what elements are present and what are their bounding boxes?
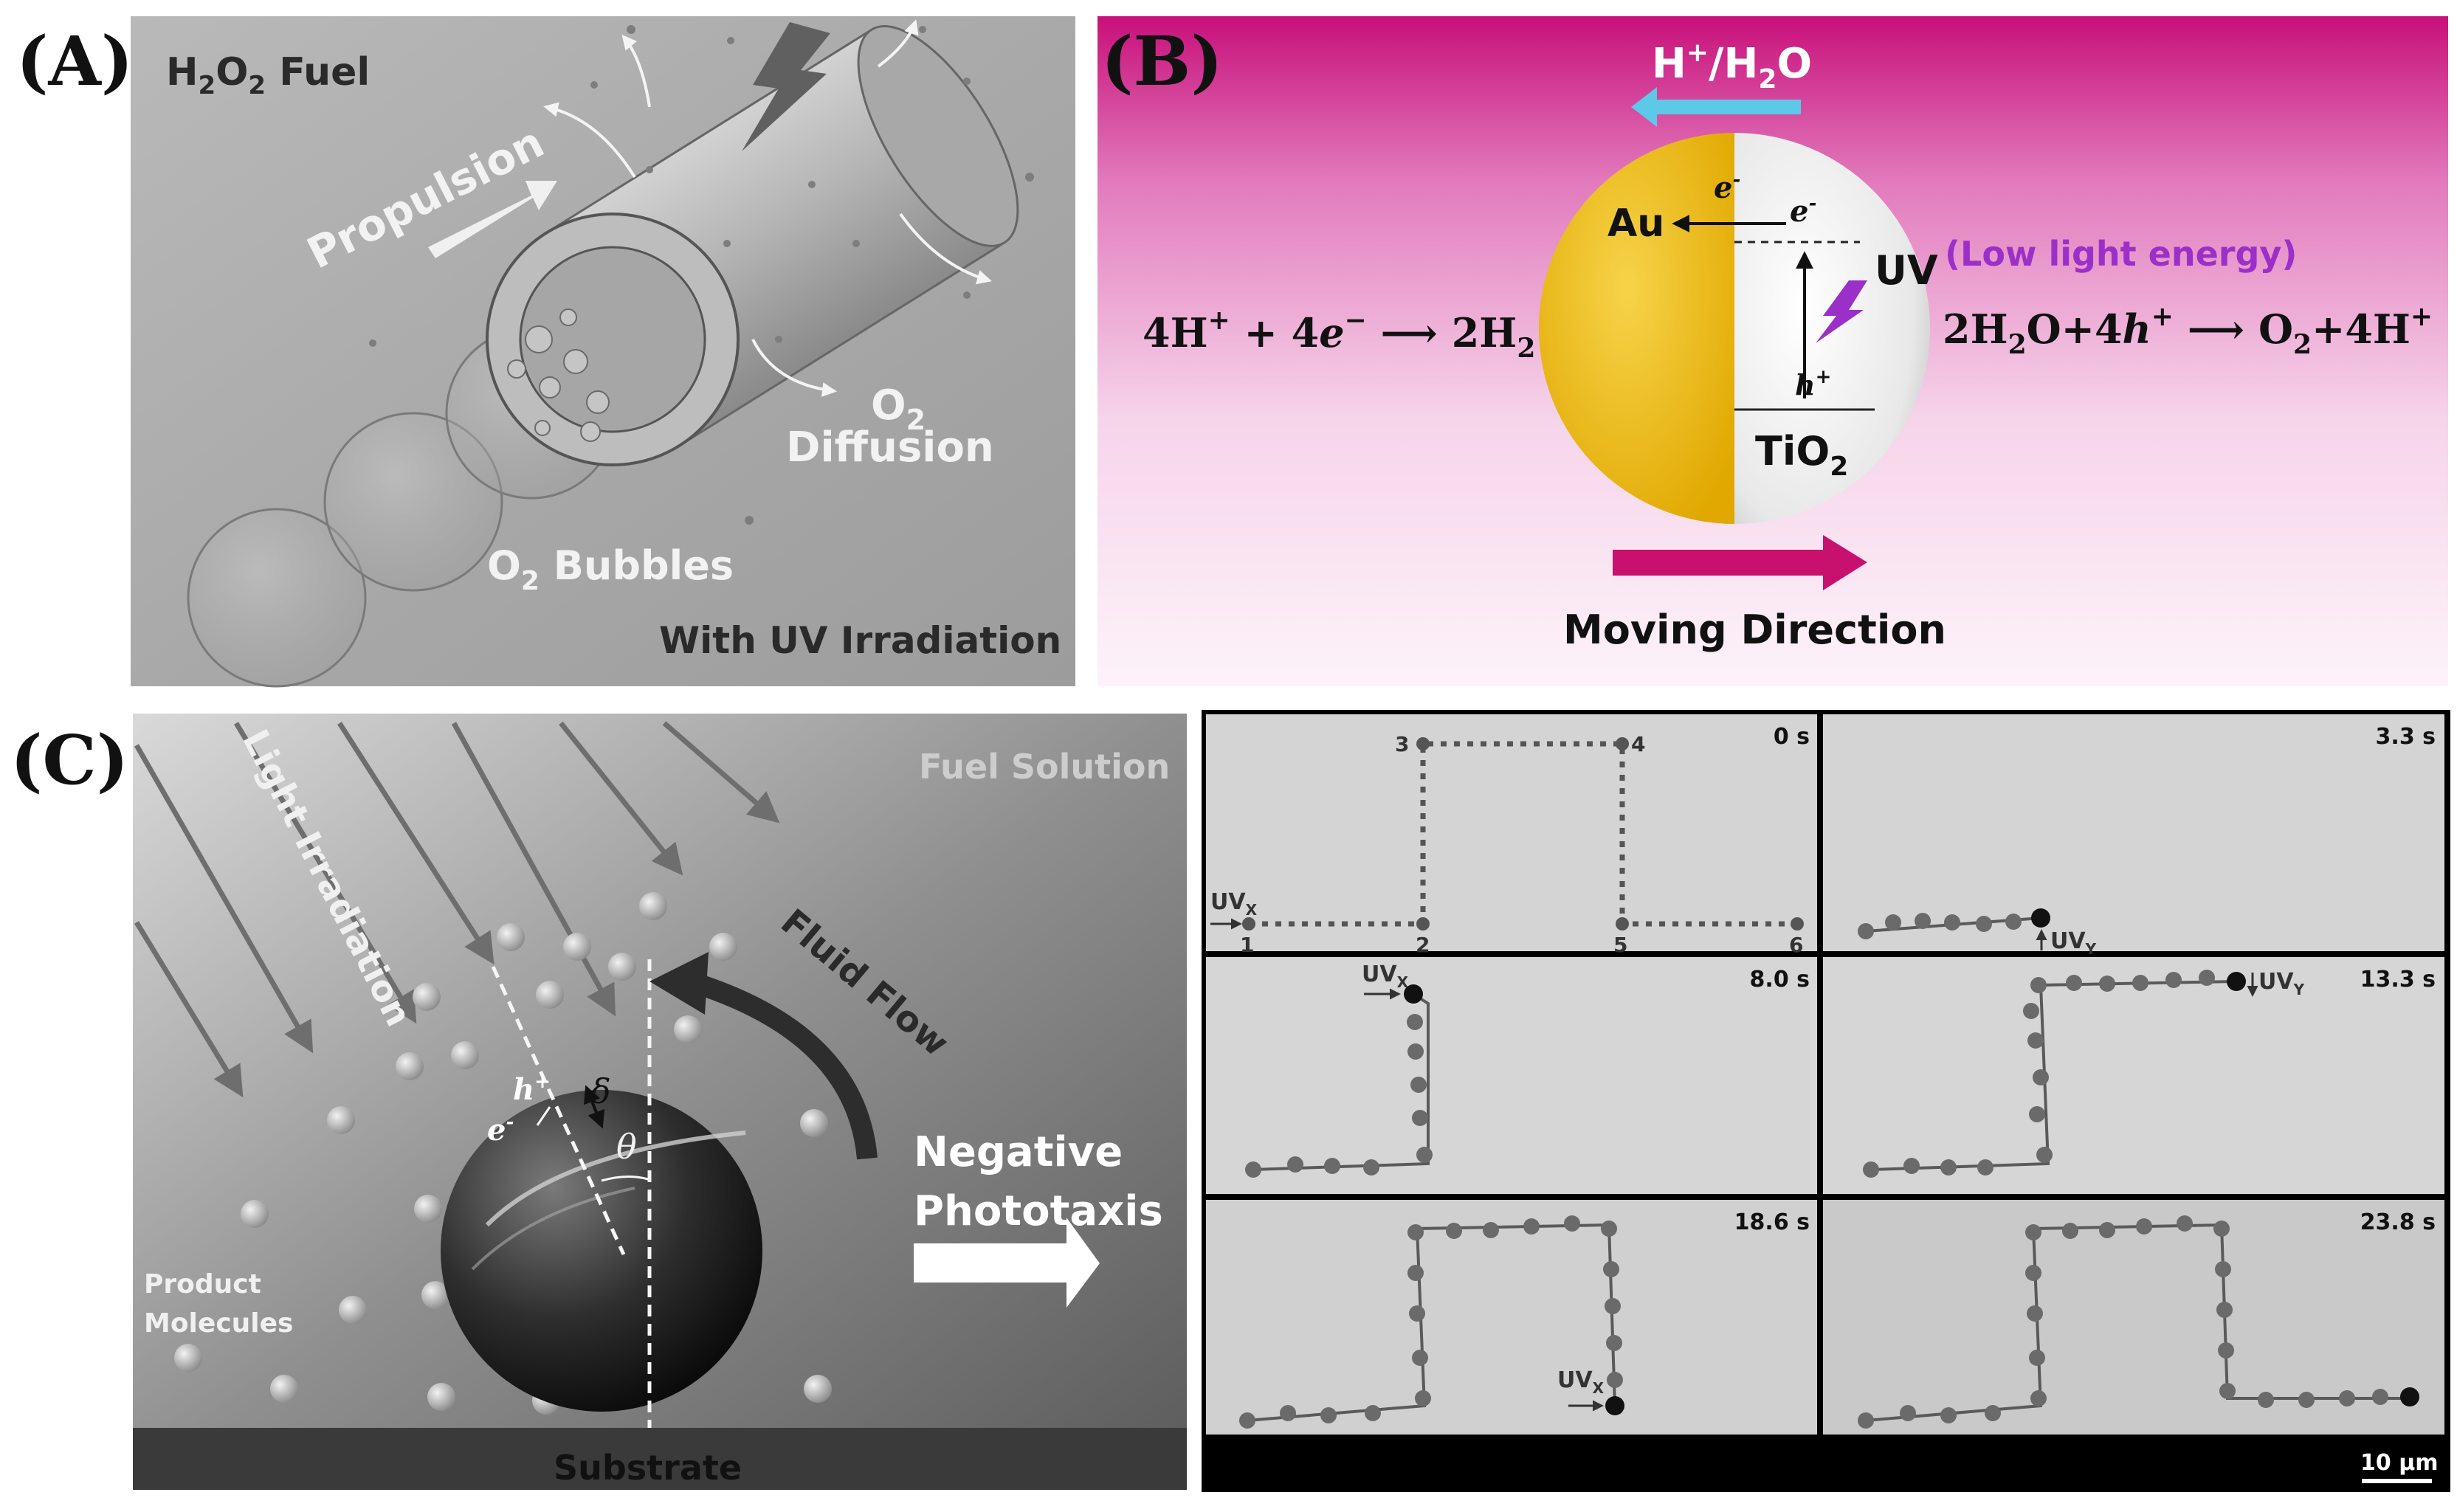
microsphere-frame3 xyxy=(1404,984,1423,1004)
electron-label-c: e- xyxy=(487,1111,514,1147)
substrate-label: Substrate xyxy=(554,1448,742,1488)
microsphere-frame5 xyxy=(1605,1396,1624,1415)
oxidation-equation: 2H2O+4h+ ⟶ O2+4H+ xyxy=(1943,301,2433,360)
hole-label-c: h+ xyxy=(513,1071,551,1107)
o2-bubble-medium xyxy=(323,412,503,592)
uv-label: UV xyxy=(1875,247,1938,294)
product-label: Product xyxy=(144,1269,261,1299)
reduction-equation: 4H+ + 4e− ⟶ 2H2 xyxy=(1143,305,1535,364)
tio2-label: TiO2 xyxy=(1755,428,1848,482)
panel-b: (B) H+/H2O Au e- e- UV (Low light energy… xyxy=(1097,16,2448,686)
diffusion-label: Diffusion xyxy=(786,424,994,472)
surface-dots xyxy=(369,25,1034,525)
panel-c-label: (C) xyxy=(10,720,128,800)
microtube xyxy=(486,25,1019,466)
uvx-label-frame1: UVX xyxy=(1210,889,1258,919)
au-label: Au xyxy=(1607,201,1664,246)
uvy-label-frame4: UVY xyxy=(2258,969,2305,998)
substrate-layer xyxy=(133,1428,1187,1490)
time-frame1: 0 s xyxy=(1774,724,1810,750)
frame-8s xyxy=(1206,957,1817,1194)
delta-symbol: δ xyxy=(590,1071,611,1111)
negative-label: Negative xyxy=(914,1128,1123,1176)
scale-bar-label: 10 µm xyxy=(2360,1450,2439,1476)
microsphere-frame6 xyxy=(2400,1387,2419,1406)
frame-3-3s xyxy=(1823,714,2444,951)
panel-b-label: (B) xyxy=(1101,21,1223,101)
uvx-label-frame5: UVX xyxy=(1557,1367,1605,1397)
light-arrows xyxy=(134,721,780,1098)
uvy-label-frame2: UVY xyxy=(2050,928,2097,958)
waypoint-1: 1 xyxy=(1240,933,1254,957)
planned-path xyxy=(1249,741,1797,927)
time-frame6: 23.8 s xyxy=(2360,1209,2436,1235)
time-frame4: 13.3 s xyxy=(2360,967,2436,993)
moving-direction-arrow xyxy=(1613,535,1867,590)
waypoint-3: 3 xyxy=(1395,732,1409,756)
light-axis-line xyxy=(491,965,626,1256)
microsphere-frame4 xyxy=(2227,972,2246,991)
uvx-label-frame3: UVX xyxy=(1362,962,1409,991)
frame-0s xyxy=(1206,714,1817,951)
propulsion-arrow xyxy=(428,181,557,258)
sphere-highlight xyxy=(485,1130,746,1227)
h2o2-fuel-label: H2O2 Fuel xyxy=(166,50,370,100)
h-h2o-label: H+/H2O xyxy=(1652,38,1812,94)
panel-a: (A) xyxy=(16,16,1075,688)
microsphere xyxy=(441,1090,762,1412)
frame-18-6s xyxy=(1206,1200,1817,1435)
diffusion-arrows xyxy=(543,19,992,397)
theta-symbol: θ xyxy=(616,1127,637,1167)
time-frame3: 8.0 s xyxy=(1750,967,1810,993)
time-frame2: 3.3 s xyxy=(2376,724,2436,750)
hole-label: h+ xyxy=(1795,366,1831,401)
product-molecules xyxy=(174,892,832,1415)
waypoint-2: 2 xyxy=(1416,933,1430,957)
panel-a-label: (A) xyxy=(16,21,133,101)
moving-direction-label: Moving Direction xyxy=(1563,607,1946,653)
low-light-energy-label: (Low light energy) xyxy=(1945,234,2297,274)
electron-label-2: e- xyxy=(1790,193,1816,229)
o2-bubbles-label: O2 Bubbles xyxy=(487,542,734,596)
electron-label-1: e- xyxy=(1714,169,1740,205)
uv-lightning-icon xyxy=(1816,280,1867,343)
theta-arc xyxy=(601,1175,649,1182)
o2-bubble-large xyxy=(187,508,367,688)
lightning-icon xyxy=(742,22,830,151)
fluid-flow-arrow xyxy=(686,971,878,1160)
waypoint-6: 6 xyxy=(1789,933,1803,957)
trajectory-frame6 xyxy=(1865,1223,2410,1422)
o2-label: O2 xyxy=(871,382,926,436)
time-frame5: 18.6 s xyxy=(1734,1209,1810,1235)
fuel-solution-label: Fuel Solution xyxy=(919,747,1170,787)
timelapse-frames: 1 2 3 4 5 6 UVX UVY UVX xyxy=(1202,710,2450,1492)
frame-13-3s xyxy=(1823,957,2444,1194)
panel-c: (C) xyxy=(10,714,1187,1490)
phototaxis-label: Phototaxis xyxy=(914,1187,1163,1235)
waypoint-5: 5 xyxy=(1613,933,1627,957)
phototaxis-arrow xyxy=(914,1218,1100,1308)
path-waypoints xyxy=(1242,737,1804,931)
uv-irradiation-label: With UV Irradiation xyxy=(659,619,1061,662)
inner-bubbles xyxy=(507,308,610,442)
waypoint-4: 4 xyxy=(1631,732,1645,756)
proton-flux-arrow xyxy=(1631,87,1801,127)
molecules-label: Molecules xyxy=(144,1308,293,1339)
microsphere-frame2 xyxy=(2031,908,2050,928)
